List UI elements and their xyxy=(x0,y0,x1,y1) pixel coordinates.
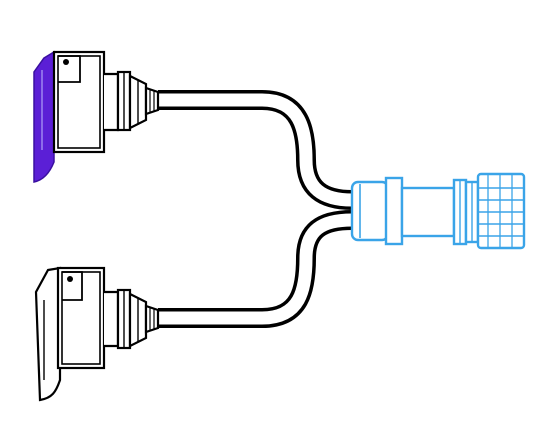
lower-socket-pin-dot xyxy=(67,276,73,282)
upper-cable-core xyxy=(158,93,353,207)
plug-nose xyxy=(476,172,526,250)
plug-collar xyxy=(350,180,390,242)
round-plug xyxy=(350,172,526,250)
upper-socket-pin-dot xyxy=(63,59,69,65)
upper-socket-flap xyxy=(33,50,55,183)
lower-cable xyxy=(158,210,353,328)
upper-socket-body xyxy=(52,50,106,154)
lower-socket-flap xyxy=(34,266,62,402)
upper-socket xyxy=(33,50,160,183)
lower-socket xyxy=(34,266,160,402)
upper-cable xyxy=(158,90,353,210)
lower-cable-core xyxy=(158,213,353,325)
lower-socket-body xyxy=(56,266,106,370)
plug-body xyxy=(384,176,404,246)
cables xyxy=(158,90,353,328)
